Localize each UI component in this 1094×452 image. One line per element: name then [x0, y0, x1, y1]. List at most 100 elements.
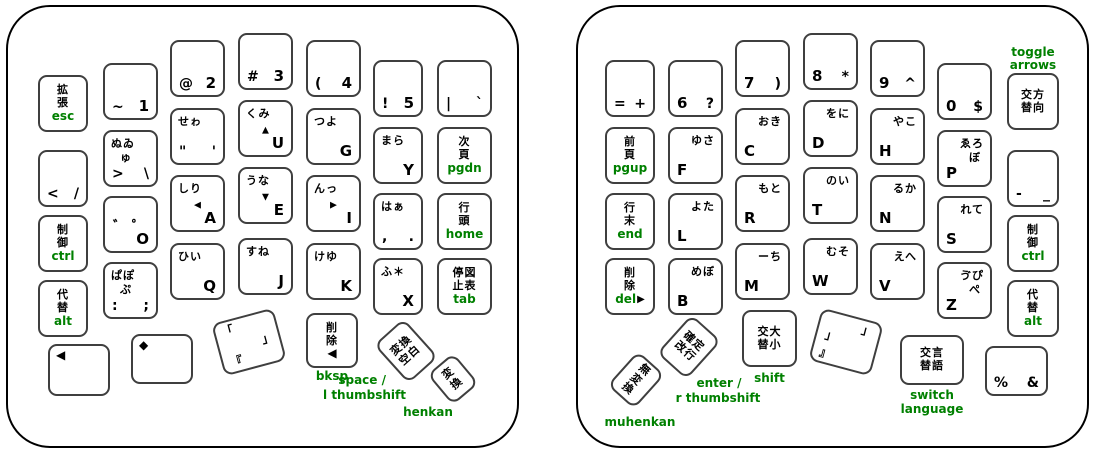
key-switch-language[interactable]: 交言 替語	[900, 335, 964, 385]
key-label: )	[774, 76, 781, 92]
letter-label: Z	[946, 296, 957, 314]
key-kana-fu-x[interactable]: ふ＊X	[373, 258, 423, 315]
key-paren-4[interactable]: (4	[306, 40, 361, 97]
key-label: &	[1026, 375, 1039, 391]
key-kana-ku-u[interactable]: くみ▲U	[238, 100, 293, 157]
key-label: よた	[691, 200, 715, 213]
label-muhenkan: muhenkan	[604, 415, 676, 429]
letter-label: K	[340, 277, 352, 295]
kanji-label: 行 末	[624, 200, 636, 227]
letter-label: 0	[946, 97, 957, 115]
key-kana-nu[interactable]: ぬゐゅ>\	[103, 130, 158, 187]
left-arrow-icon: ◀	[327, 346, 337, 361]
key-kana-u-e[interactable]: うな▼E	[238, 167, 293, 224]
key-label: (	[315, 76, 322, 92]
key-bang-5[interactable]: !5	[373, 60, 423, 117]
letter-label: Y	[403, 161, 414, 179]
kanji-label: 停図 止表	[452, 265, 477, 292]
key-equals-plus[interactable]: =+	[605, 60, 655, 117]
label-switch: switch	[910, 388, 954, 402]
key-pipe-backquote[interactable]: |`	[437, 60, 492, 117]
key-hash-3[interactable]: #3	[238, 33, 293, 90]
key-label: ひい	[178, 250, 202, 263]
key-dash-underscore[interactable]: -_	[1007, 150, 1059, 207]
key-label: えへ	[893, 250, 917, 263]
key-label: せゎ	[178, 115, 202, 128]
label-shift: shift	[754, 371, 785, 385]
key-label: `	[476, 96, 483, 112]
key-kana-yo-l[interactable]: よた L	[668, 193, 723, 250]
key-label: ,	[382, 229, 388, 245]
key-kana-ha[interactable]: はぁ,.	[373, 193, 423, 250]
kanji-label: 拡 張	[57, 82, 69, 109]
key-left-triangle[interactable]: ◀	[48, 344, 110, 396]
fn-label: esc	[51, 108, 75, 123]
key-eight-star[interactable]: 8*	[803, 33, 858, 90]
key-backspace[interactable]: 削 除◀	[306, 313, 358, 368]
key-tilde-1[interactable]: ~1	[103, 63, 158, 120]
key-lessthan-slash[interactable]: </	[38, 150, 88, 207]
key-seven-paren[interactable]: 7)	[735, 40, 790, 97]
key-label: ーち	[758, 250, 782, 263]
key-percent-amp[interactable]: %&	[985, 346, 1048, 396]
key-at-2[interactable]: @2	[170, 40, 225, 97]
kanji-label: 制 御	[57, 222, 69, 249]
key-diamond[interactable]: ◆	[131, 334, 193, 384]
key-label: ふ＊	[381, 265, 405, 278]
key-kana-shi-a[interactable]: しり◀A	[170, 175, 225, 232]
kanji-label: 交大 替小	[757, 324, 782, 351]
up-arrow-icon: ▲	[262, 125, 269, 136]
key-kana-n-i[interactable]: んっ▶I	[306, 175, 361, 232]
key-dakuten-o[interactable]: ゛ ゜O	[103, 196, 158, 253]
kanji-label: 削 除	[326, 320, 338, 347]
key-nine-caret[interactable]: 9^	[870, 40, 925, 97]
key-label: うな	[246, 174, 270, 187]
key-kana-se[interactable]: せゎ"'	[170, 108, 225, 165]
key-kana-pa[interactable]: ぱぽぷ:;	[103, 262, 158, 319]
key-six-question[interactable]: 6?	[668, 60, 723, 117]
key-label: |	[446, 96, 452, 112]
key-label: ぷ	[120, 283, 132, 296]
key-zero-dollar[interactable]: 0$	[937, 63, 992, 120]
letter-label: 6	[677, 94, 688, 112]
key-toggle-arrows[interactable]: 交方 替向	[1007, 73, 1059, 130]
label-enter: enter /	[696, 376, 742, 390]
key-label: むそ	[826, 245, 850, 258]
key-label: /	[73, 186, 79, 202]
key-label: おき	[758, 115, 782, 128]
key-shift[interactable]: 交大 替小	[742, 310, 797, 367]
key-label: .	[408, 229, 414, 245]
kanji-label: 制 御	[1027, 222, 1039, 249]
letter-label: L	[677, 227, 687, 245]
